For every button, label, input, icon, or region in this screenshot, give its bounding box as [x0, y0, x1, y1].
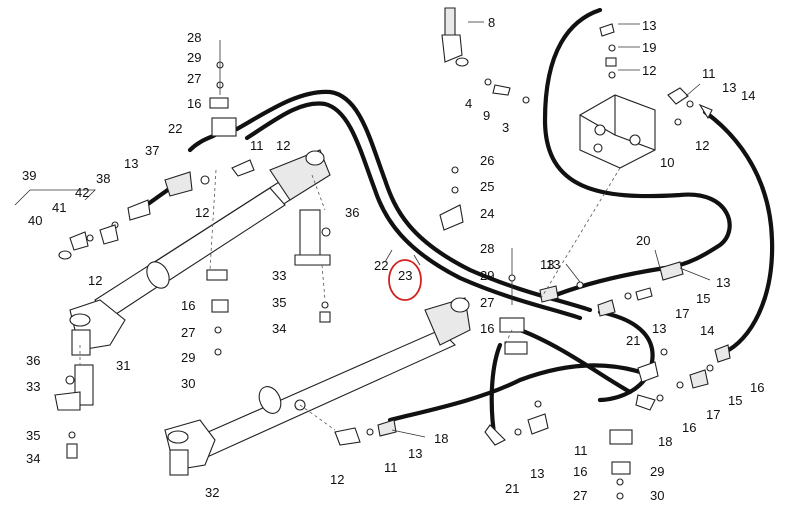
- callout-12: 12: [330, 472, 344, 487]
- leader-lines: [384, 21, 711, 438]
- callout-41: 41: [52, 200, 66, 215]
- callout-11: 11: [702, 66, 716, 81]
- callout-27: 27: [181, 325, 195, 340]
- hose-18-right: [517, 327, 633, 395]
- callout-23: 23: [398, 268, 412, 283]
- callout-13: 13: [530, 466, 544, 481]
- callout-14: 14: [700, 323, 714, 338]
- left-cylinder: [69, 149, 331, 356]
- callout-31: 31: [116, 358, 130, 373]
- hose-top-loop: [234, 89, 593, 313]
- hose-22-left: [187, 132, 218, 153]
- callout-13: 13: [540, 257, 554, 272]
- callout-18: 18: [658, 434, 672, 449]
- callout-34: 34: [26, 451, 40, 466]
- callout-32: 32: [205, 485, 219, 500]
- callout-28: 28: [187, 30, 201, 45]
- hose-20: [545, 265, 668, 301]
- callout-27: 27: [573, 488, 587, 503]
- callout-8: 8: [488, 15, 495, 30]
- callout-26: 26: [480, 153, 494, 168]
- callout-21: 21: [505, 481, 519, 496]
- callout-27: 27: [480, 295, 494, 310]
- callout-16: 16: [682, 420, 696, 435]
- callout-11: 11: [574, 443, 588, 458]
- callout-25: 25: [480, 179, 494, 194]
- callout-19: 19: [642, 40, 656, 55]
- callout-21: 21: [626, 333, 640, 348]
- callout-35: 35: [26, 428, 40, 443]
- callout-4: 4: [465, 96, 472, 111]
- callout-17: 17: [706, 407, 720, 422]
- callout-36: 36: [26, 353, 40, 368]
- callout-13: 13: [408, 446, 422, 461]
- callout-40: 40: [28, 213, 42, 228]
- callout-30: 30: [181, 376, 195, 391]
- callout-11: 11: [384, 460, 398, 475]
- callout-12: 12: [642, 63, 656, 78]
- callout-24: 24: [480, 206, 494, 221]
- callout-10: 10: [660, 155, 674, 170]
- callout-22: 22: [168, 121, 182, 136]
- callout-37: 37: [145, 143, 159, 158]
- callout-13: 13: [124, 156, 138, 171]
- callout-12: 12: [88, 273, 102, 288]
- callout-13: 13: [652, 321, 666, 336]
- fittings: [54, 7, 731, 500]
- callout-16: 16: [187, 96, 201, 111]
- callout-14: 14: [741, 88, 755, 103]
- callout-38: 38: [96, 171, 110, 186]
- hose-top-loop-2: [244, 101, 583, 321]
- callout-3: 3: [502, 120, 509, 135]
- callout-16: 16: [573, 464, 587, 479]
- callout-33: 33: [26, 379, 40, 394]
- hose-right-14: [702, 109, 775, 355]
- hose-lines: [137, 7, 775, 443]
- callout-29: 29: [181, 350, 195, 365]
- callout-16: 16: [480, 321, 494, 336]
- callout-36: 36: [345, 205, 359, 220]
- callout-30: 30: [650, 488, 664, 503]
- dashed-lines: [79, 167, 621, 431]
- hose-21-long: [597, 309, 655, 403]
- callout-29: 29: [480, 268, 494, 283]
- right-cylinder: [164, 297, 471, 476]
- callout-13: 13: [722, 80, 736, 95]
- callout-34: 34: [272, 321, 286, 336]
- callout-16: 16: [750, 380, 764, 395]
- highlight-circle: [388, 259, 422, 301]
- callout-12: 12: [195, 205, 209, 220]
- callout-35: 35: [272, 295, 286, 310]
- callout-29: 29: [187, 50, 201, 65]
- callout-15: 15: [728, 393, 742, 408]
- callout-13: 13: [546, 257, 560, 272]
- bracket-39: [14, 189, 96, 206]
- callout-12: 12: [695, 138, 709, 153]
- callout-13: 13: [716, 275, 730, 290]
- valve-block: [579, 94, 656, 169]
- callout-42: 42: [75, 185, 89, 200]
- callout-16: 16: [181, 298, 195, 313]
- callout-9: 9: [483, 108, 490, 123]
- hose-right-long: [542, 7, 732, 268]
- callout-15: 15: [696, 291, 710, 306]
- callout-20: 20: [636, 233, 650, 248]
- callout-27: 27: [187, 71, 201, 86]
- hose-18-lower: [387, 363, 643, 423]
- callout-17: 17: [675, 306, 689, 321]
- callout-29: 29: [650, 464, 664, 479]
- callout-39: 39: [22, 168, 36, 183]
- callout-18: 18: [434, 431, 448, 446]
- callout-13: 13: [642, 18, 656, 33]
- callout-33: 33: [272, 268, 286, 283]
- callout-28: 28: [480, 241, 494, 256]
- callout-11: 11: [250, 138, 264, 153]
- callout-12: 12: [276, 138, 290, 153]
